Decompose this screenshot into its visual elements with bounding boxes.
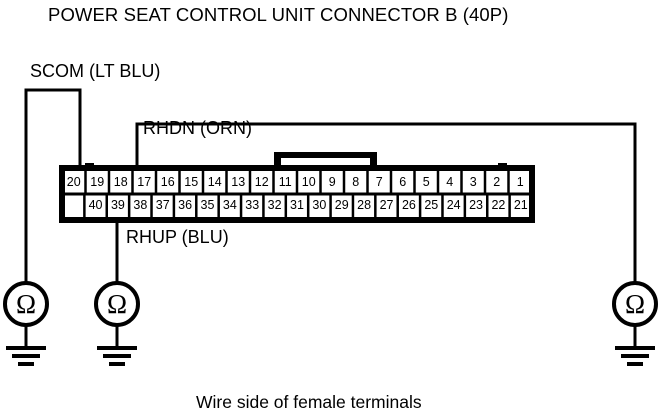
wire-rhdn xyxy=(135,122,637,283)
wire-label-rhup: RHUP (BLU) xyxy=(126,227,229,247)
pin-top-2: 2 xyxy=(493,175,501,190)
pin-top-5: 5 xyxy=(422,175,430,190)
pin-bottom-22: 22 xyxy=(491,198,506,213)
pin-bottom-38: 38 xyxy=(133,198,148,213)
pin-bottom-blank xyxy=(62,194,84,217)
pin-top-20: 20 xyxy=(66,175,81,190)
connector-latch-bracket xyxy=(274,152,377,171)
ohm-glyph-3: Ω xyxy=(625,289,645,319)
pin-bottom-40: 40 xyxy=(88,198,103,213)
pin-top-13: 13 xyxy=(231,175,246,190)
pin-bottom-24: 24 xyxy=(446,198,461,213)
ohm-glyph-1: Ω xyxy=(16,289,36,319)
pin-top-6: 6 xyxy=(399,175,407,190)
pin-bottom-33: 33 xyxy=(245,198,260,213)
pin-top-7: 7 xyxy=(375,175,383,190)
pin-bottom-21: 21 xyxy=(513,198,528,213)
ground-symbol-1 xyxy=(3,281,49,366)
pin-top-8: 8 xyxy=(352,175,360,190)
pin-bottom-28: 28 xyxy=(357,198,372,213)
pin-bottom-23: 23 xyxy=(469,198,483,213)
pin-bottom-25: 25 xyxy=(424,198,439,213)
pin-bottom-34: 34 xyxy=(222,198,237,213)
pin-top-18: 18 xyxy=(113,175,128,190)
ground-symbol-2 xyxy=(94,281,140,366)
pin-bottom-32: 32 xyxy=(267,198,282,213)
pin-top-11: 11 xyxy=(278,175,292,190)
page-title: POWER SEAT CONTROL UNIT CONNECTOR B (40P… xyxy=(48,4,509,25)
pin-bottom-30: 30 xyxy=(312,198,327,213)
pin-top-14: 14 xyxy=(207,175,222,190)
connector-cell-separators xyxy=(83,171,511,217)
pin-bottom-27: 27 xyxy=(379,198,394,213)
pin-bottom-26: 26 xyxy=(401,198,416,213)
pin-bottom-39: 39 xyxy=(110,198,125,213)
pin-top-15: 15 xyxy=(184,175,199,190)
pin-top-17: 17 xyxy=(137,175,152,190)
pin-top-4: 4 xyxy=(446,175,454,190)
pin-top-16: 16 xyxy=(160,175,175,190)
wire-scom xyxy=(24,88,82,283)
pin-bottom-37: 37 xyxy=(155,198,170,213)
pin-bottom-29: 29 xyxy=(334,198,349,213)
ohm-glyph-2: Ω xyxy=(107,289,127,319)
pin-top-1: 1 xyxy=(516,175,524,190)
pin-top-3: 3 xyxy=(469,175,477,190)
pin-top-19: 19 xyxy=(90,175,105,190)
pin-top-12: 12 xyxy=(254,175,269,190)
wire-label-scom: SCOM (LT BLU) xyxy=(30,61,161,81)
ground-symbol-3 xyxy=(612,281,658,366)
pin-bottom-35: 35 xyxy=(200,198,215,213)
pin-bottom-31: 31 xyxy=(290,198,304,213)
pin-top-9: 9 xyxy=(328,175,336,190)
pin-bottom-36: 36 xyxy=(178,198,193,213)
figure-caption: Wire side of female terminals xyxy=(196,392,422,412)
pin-top-10: 10 xyxy=(301,175,316,190)
